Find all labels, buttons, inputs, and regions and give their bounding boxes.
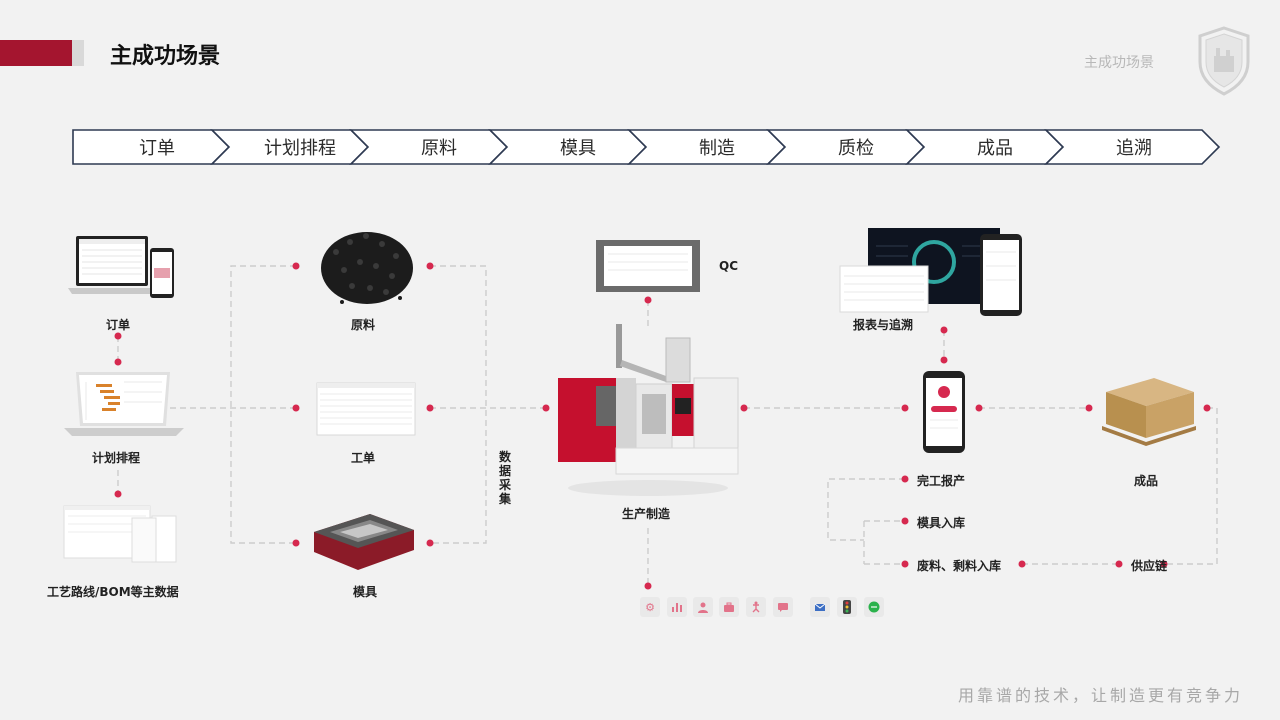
process-step-raw-material: 原料 [421,138,457,159]
gear-icon: ⚙ [640,597,660,617]
master-data-screens-image [63,505,177,563]
node-label-master-data: 工艺路线/BOM等主数据 [47,585,179,599]
process-step-planning: 计划排程 [264,138,336,159]
briefcase-icon [719,597,739,617]
node-label-production: 生产制造 [622,507,671,521]
node-label-finished-product: 成品 [1134,474,1159,488]
accessibility-icon [746,597,766,617]
footer-slogan: 用靠谱的技术，让制造更有竞争力 [958,686,1244,705]
planning-laptop-image [64,372,184,436]
corner-title: 主成功场景 [1084,55,1154,71]
page-title: 主成功场景 [110,44,221,69]
process-step-quality-check: 质检 [838,138,874,159]
process-step-mold: 模具 [560,138,596,159]
node-label-supply-chain: 供应链 [1131,559,1168,573]
header-accent-gap [72,40,84,66]
node-label-qc: QC [719,259,739,273]
node-label-work-order: 工单 [351,451,376,465]
work-order-screen-image [316,382,416,436]
process-step-order: 订单 [139,138,175,159]
traffic-light-icon [837,597,857,617]
shield-logo-icon [1198,26,1250,96]
node-label-report-trace: 报表与追溯 [853,318,914,332]
finished-product-box-image [1102,378,1196,446]
mail-icon [810,597,830,617]
node-label-scrap-storage: 废料、剩料入库 [917,559,1002,573]
node-label-planning: 计划排程 [92,451,141,465]
raw-material-pellets-image [321,232,413,304]
process-step-manufacturing: 制造 [699,138,735,159]
report-dashboard-image [839,228,1022,316]
mobile-completion-image [923,371,965,453]
process-step-finished: 成品 [977,138,1013,159]
node-label-mold-storage: 模具入库 [917,516,966,530]
node-label-mold: 模具 [353,585,378,599]
process-step-traceability: 追溯 [1116,138,1152,159]
order-devices-image [68,236,174,298]
user-icon [693,597,713,617]
node-label-order: 订单 [106,318,131,332]
data-collection-label: 数据采集 [499,450,512,506]
qc-monitor-image [596,240,700,292]
chat-icon [864,597,884,617]
mold-image [314,514,414,570]
node-label-completion-report: 完工报产 [917,474,966,488]
node-label-raw-material: 原料 [351,318,376,332]
message-icon [773,597,793,617]
header-accent-bar [0,40,72,66]
injection-machine-image [558,324,739,496]
process-bar [72,129,1221,165]
bar-chart-icon [667,597,687,617]
